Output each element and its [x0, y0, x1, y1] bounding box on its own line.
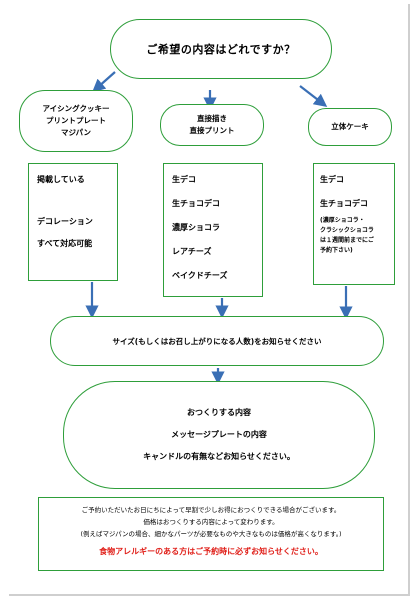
page-border: [9, 4, 410, 596]
branch-3-note-1: (濃厚ショコラ・: [320, 217, 365, 224]
size-text: サイズ(もしくはお召し上がりになる人数)をお知らせください: [112, 336, 322, 346]
arrow-to-branch-1: [92, 71, 116, 93]
branch-1-line-1: アイシングクッキー: [42, 104, 110, 113]
details-line-3: キャンドルの有無などお知らせください。: [143, 452, 295, 461]
notice-line-2: 価格はおつくりする内容によって変わります。: [143, 518, 279, 526]
branch-3-item-2: 生チョコデコ: [320, 199, 368, 208]
branch-2-line-1: 直接描き: [197, 114, 227, 123]
branch-3-node: 立体ケーキ: [308, 108, 392, 146]
branch-2-node: 直接描き 直接プリント: [160, 104, 264, 146]
branch-1-list: 掲載している デコレーション すべて対応可能: [28, 163, 118, 281]
branch-2-line-2: 直接プリント: [189, 126, 235, 135]
branch-3-list: 生デコ 生チョコデコ (濃厚ショコラ・ クラシックショコラ は１週間前までにご …: [313, 163, 395, 285]
arrow-to-branch-3: [299, 85, 328, 108]
branch-2-item-5: ベイクドチーズ: [172, 271, 228, 280]
branch-1-item-2: デコレーション: [37, 217, 93, 226]
details-line-2: メッセージプレートの内容: [171, 430, 267, 439]
branch-2-item-2: 生チョコデコ: [172, 199, 220, 208]
branch-1-item-3: すべて対応可能: [37, 239, 93, 248]
branch-2-item-3: 濃厚ショコラ: [172, 223, 220, 232]
notice-line-3: (例えばマジパンの場合、細かなパーツが必要なものや大きなものは価格が高くなります…: [80, 530, 342, 538]
notice-box: ご予約いただいたお日にちによって早割で少しお得におつくりできる場合がございます。…: [38, 497, 384, 571]
details-node: おつくりする内容 メッセージプレートの内容 キャンドルの有無などお知らせください…: [63, 381, 375, 489]
branch-1-node: アイシングクッキー プリントプレート マジパン: [19, 90, 133, 152]
branch-3-note-3: は１週間前までにご: [320, 237, 374, 244]
branch-3-item-1: 生デコ: [320, 175, 344, 184]
question-node: ご希望の内容はどれですか？: [110, 19, 332, 79]
branch-3-note-4: 予約下さい): [320, 247, 353, 254]
branch-2-item-4: レアチーズ: [172, 247, 212, 256]
question-text: ご希望の内容はどれですか？: [146, 43, 296, 56]
branch-3-note-2: クラシックショコラ: [320, 227, 374, 234]
branch-1-line-3: マジパン: [61, 128, 91, 137]
allergy-warning: 食物アレルギーのある方はご予約時に必ずお知らせください。: [99, 547, 323, 556]
branch-2-item-1: 生デコ: [172, 175, 196, 184]
notice-line-1: ご予約いただいたお日にちによって早割で少しお得におつくりできる場合がございます。: [81, 506, 341, 514]
branch-2-list: 生デコ 生チョコデコ 濃厚ショコラ レアチーズ ベイクドチーズ: [163, 163, 263, 297]
details-line-1: おつくりする内容: [187, 408, 251, 417]
branch-1-line-2: プリントプレート: [45, 116, 106, 125]
size-node: サイズ(もしくはお召し上がりになる人数)をお知らせください: [50, 316, 384, 366]
branch-1-item-1: 掲載している: [37, 175, 85, 184]
branch-3-line-1: 立体ケーキ: [331, 122, 369, 131]
